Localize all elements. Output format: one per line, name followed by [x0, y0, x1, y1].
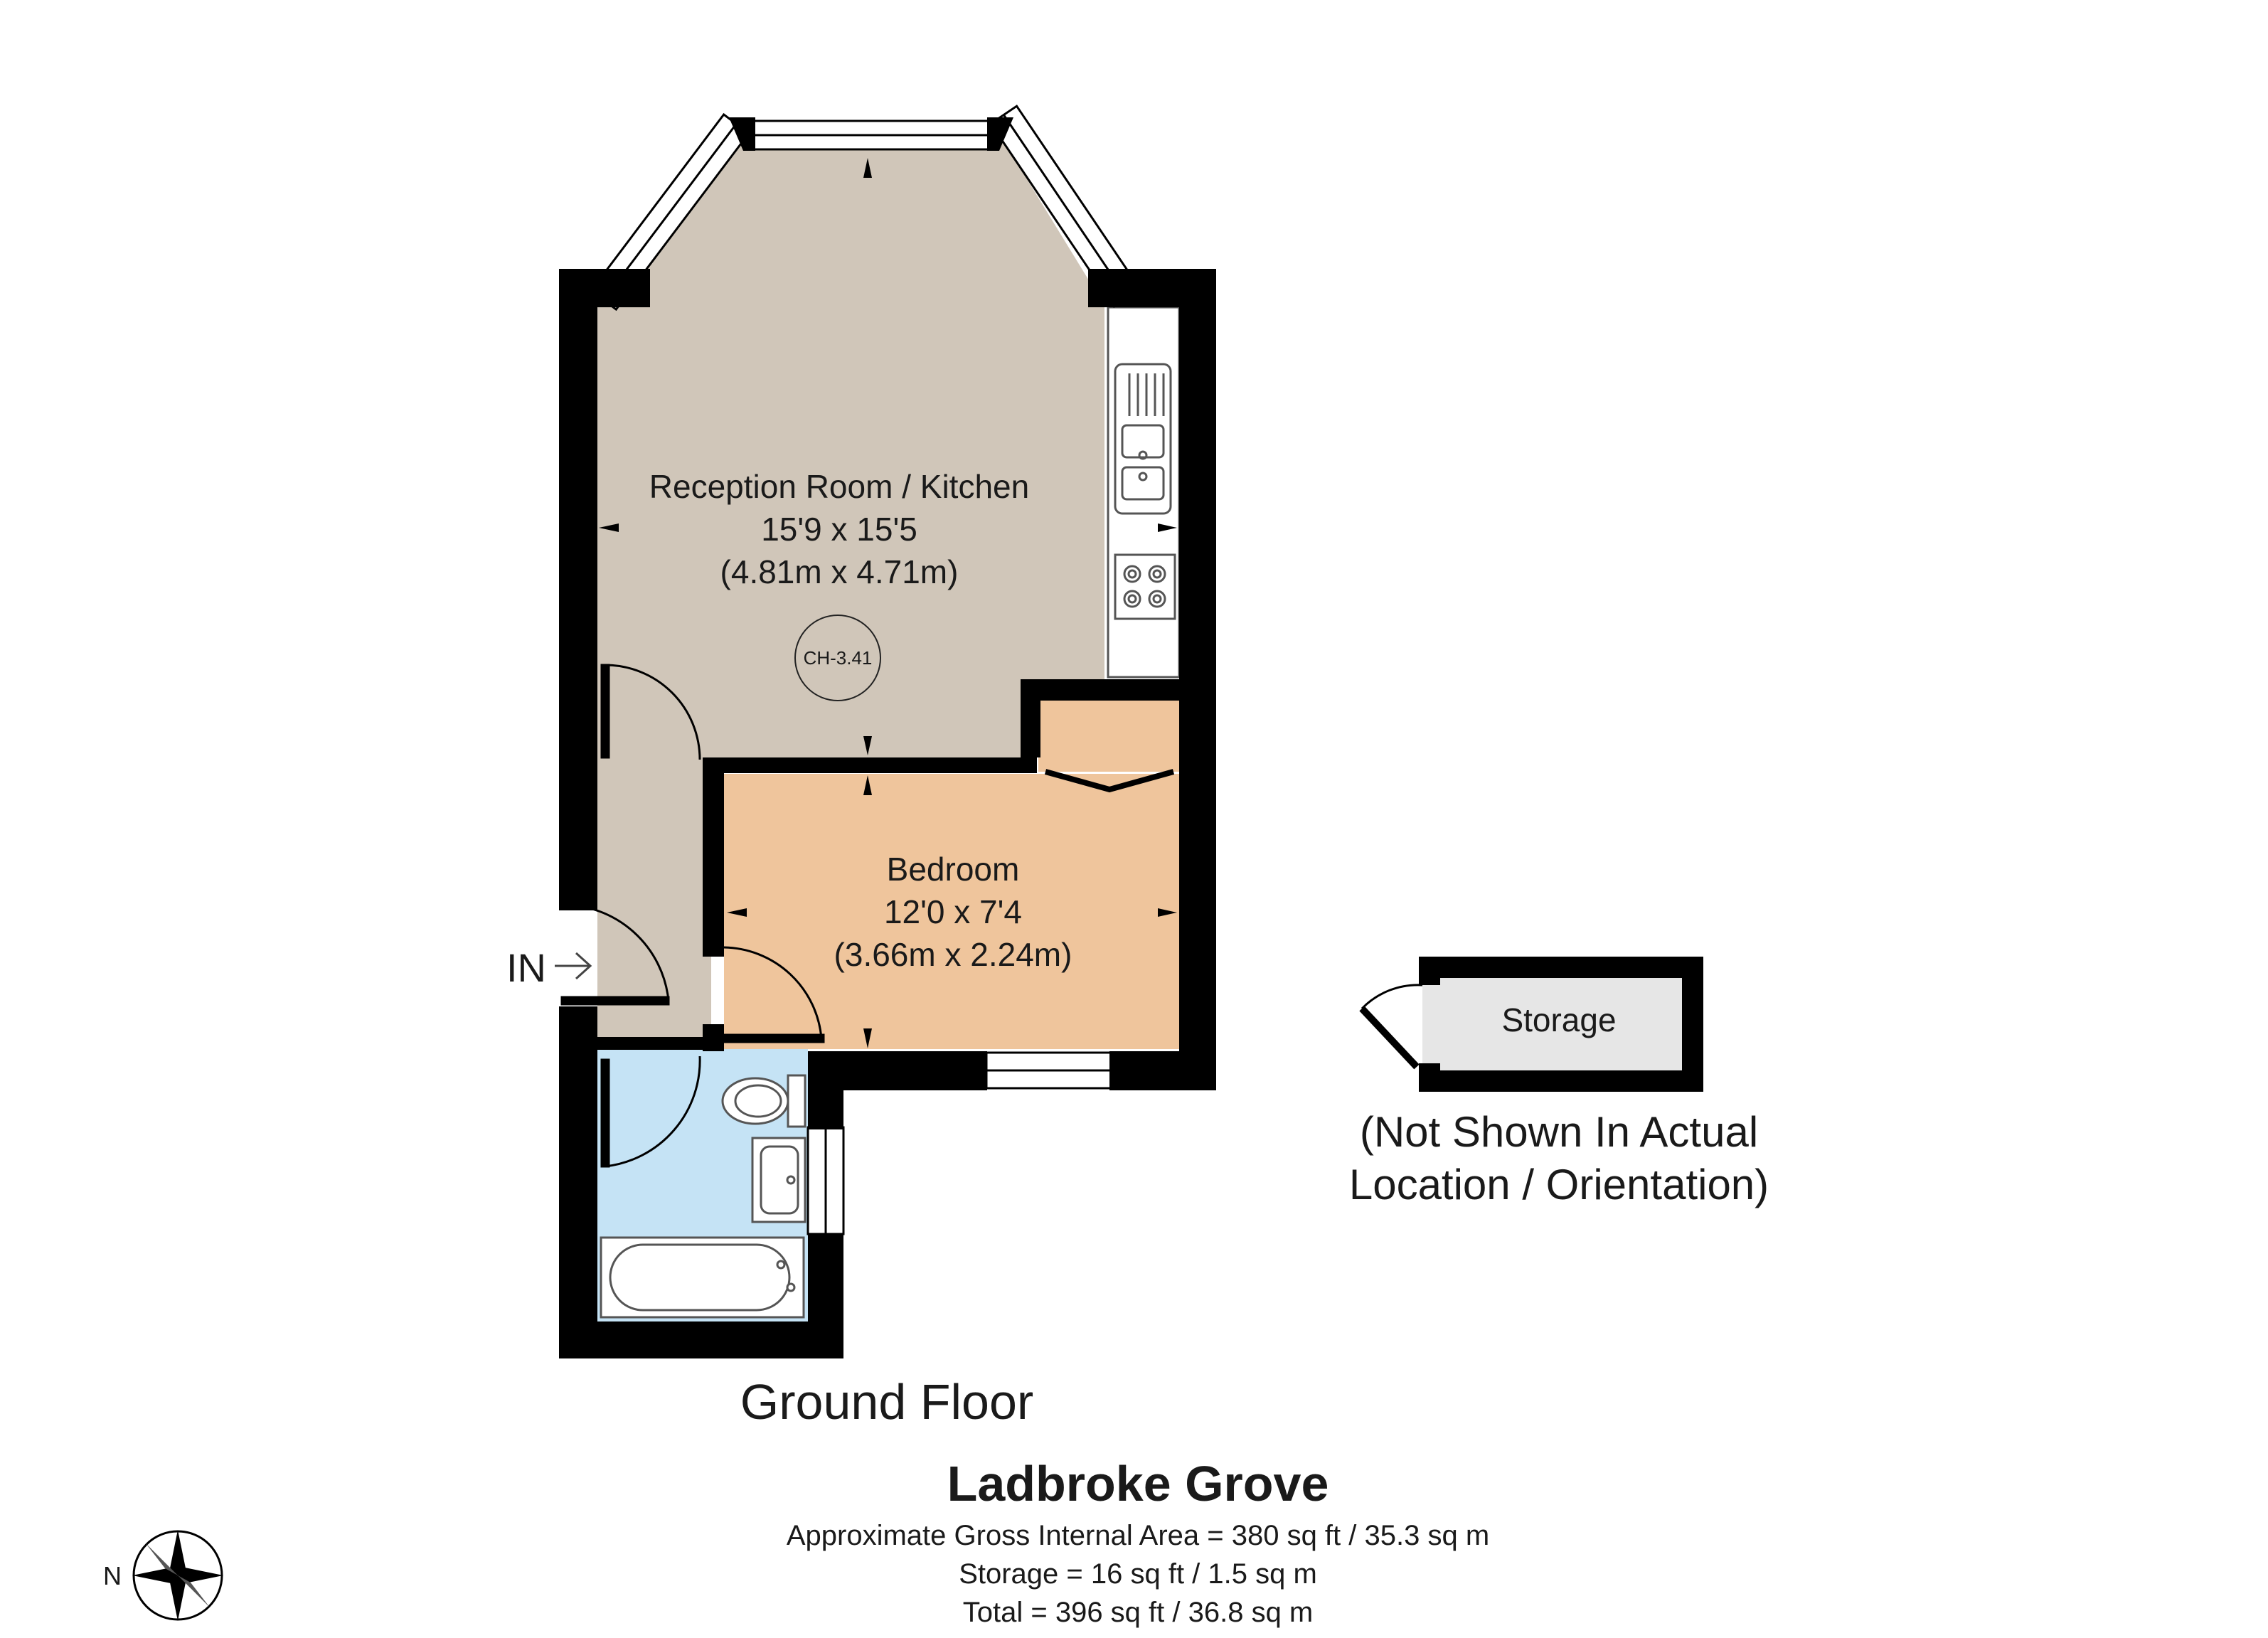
doors	[560, 664, 1175, 1168]
door-bedroom[interactable]	[723, 946, 825, 1043]
ceiling-height-marker	[794, 615, 881, 701]
bay-corner-blocks	[626, 117, 1109, 307]
bathroom-fixtures	[600, 1074, 806, 1319]
washbasin-icon	[751, 1137, 806, 1223]
toilet-icon	[721, 1074, 806, 1128]
gross-area-text: Approximate Gross Internal Area = 380 sq…	[787, 1520, 1489, 1551]
door-wardrobe	[1044, 769, 1175, 793]
entrance-arrow-icon	[555, 952, 592, 980]
storage-area-text: Storage = 16 sq ft / 1.5 sq m	[959, 1558, 1317, 1590]
hob-icon	[1114, 553, 1176, 620]
window-bathroom	[806, 1126, 845, 1235]
reception-room-name: Reception Room / Kitchen	[649, 468, 1029, 505]
property-title: Ladbroke Grove	[947, 1456, 1329, 1511]
walls	[559, 269, 1216, 1358]
bedroom-size-imperial: 12'0 x 7'4	[884, 893, 1022, 930]
door-entrance[interactable]	[560, 903, 670, 1006]
kitchen-worktop	[1107, 306, 1181, 679]
windows	[590, 105, 1141, 1235]
storage-walls	[1419, 957, 1703, 1092]
storage-name: Storage	[1501, 1001, 1616, 1038]
wall-left-upper	[559, 269, 597, 905]
storage-floor	[1422, 978, 1682, 1070]
sink-icon	[1114, 363, 1172, 515]
entrance-label: IN	[506, 945, 546, 990]
bedroom-floor	[724, 774, 1179, 1049]
reception-room-size-metric: (4.81m x 4.71m)	[720, 553, 959, 590]
window-bay-top	[752, 119, 990, 151]
dimension-markers	[599, 158, 1177, 1048]
room-labels: Reception Room / Kitchen 15'9 x 15'5 (4.…	[649, 468, 1769, 1208]
window-bedroom	[985, 1051, 1112, 1090]
ceiling-height-label: CH-3.41	[804, 647, 873, 669]
reception-room-floor	[597, 128, 1104, 1049]
reception-room-size-imperial: 15'9 x 15'5	[761, 511, 917, 548]
bedroom-size-metric: (3.66m x 2.24m)	[834, 936, 1072, 973]
bathtub-icon	[600, 1236, 805, 1319]
door-bathroom[interactable]	[600, 1055, 701, 1168]
floor-label: Ground Floor	[740, 1374, 1033, 1430]
bedroom-name: Bedroom	[887, 851, 1020, 888]
storage-note-line2: Location / Orientation)	[1349, 1161, 1769, 1208]
total-area-text: Total = 396 sq ft / 36.8 sq m	[963, 1597, 1314, 1628]
storage-door[interactable]	[1359, 984, 1423, 1070]
door-reception	[600, 664, 701, 760]
compass-rose-icon	[132, 1530, 223, 1621]
wardrobe-floor	[1038, 701, 1179, 772]
storage-note-line1: (Not Shown In Actual	[1360, 1108, 1758, 1156]
wall-left-lower	[559, 1014, 597, 1358]
property-summary: Ladbroke Grove Approximate Gross Interna…	[787, 1456, 1489, 1628]
compass-north-label: N	[103, 1561, 122, 1590]
